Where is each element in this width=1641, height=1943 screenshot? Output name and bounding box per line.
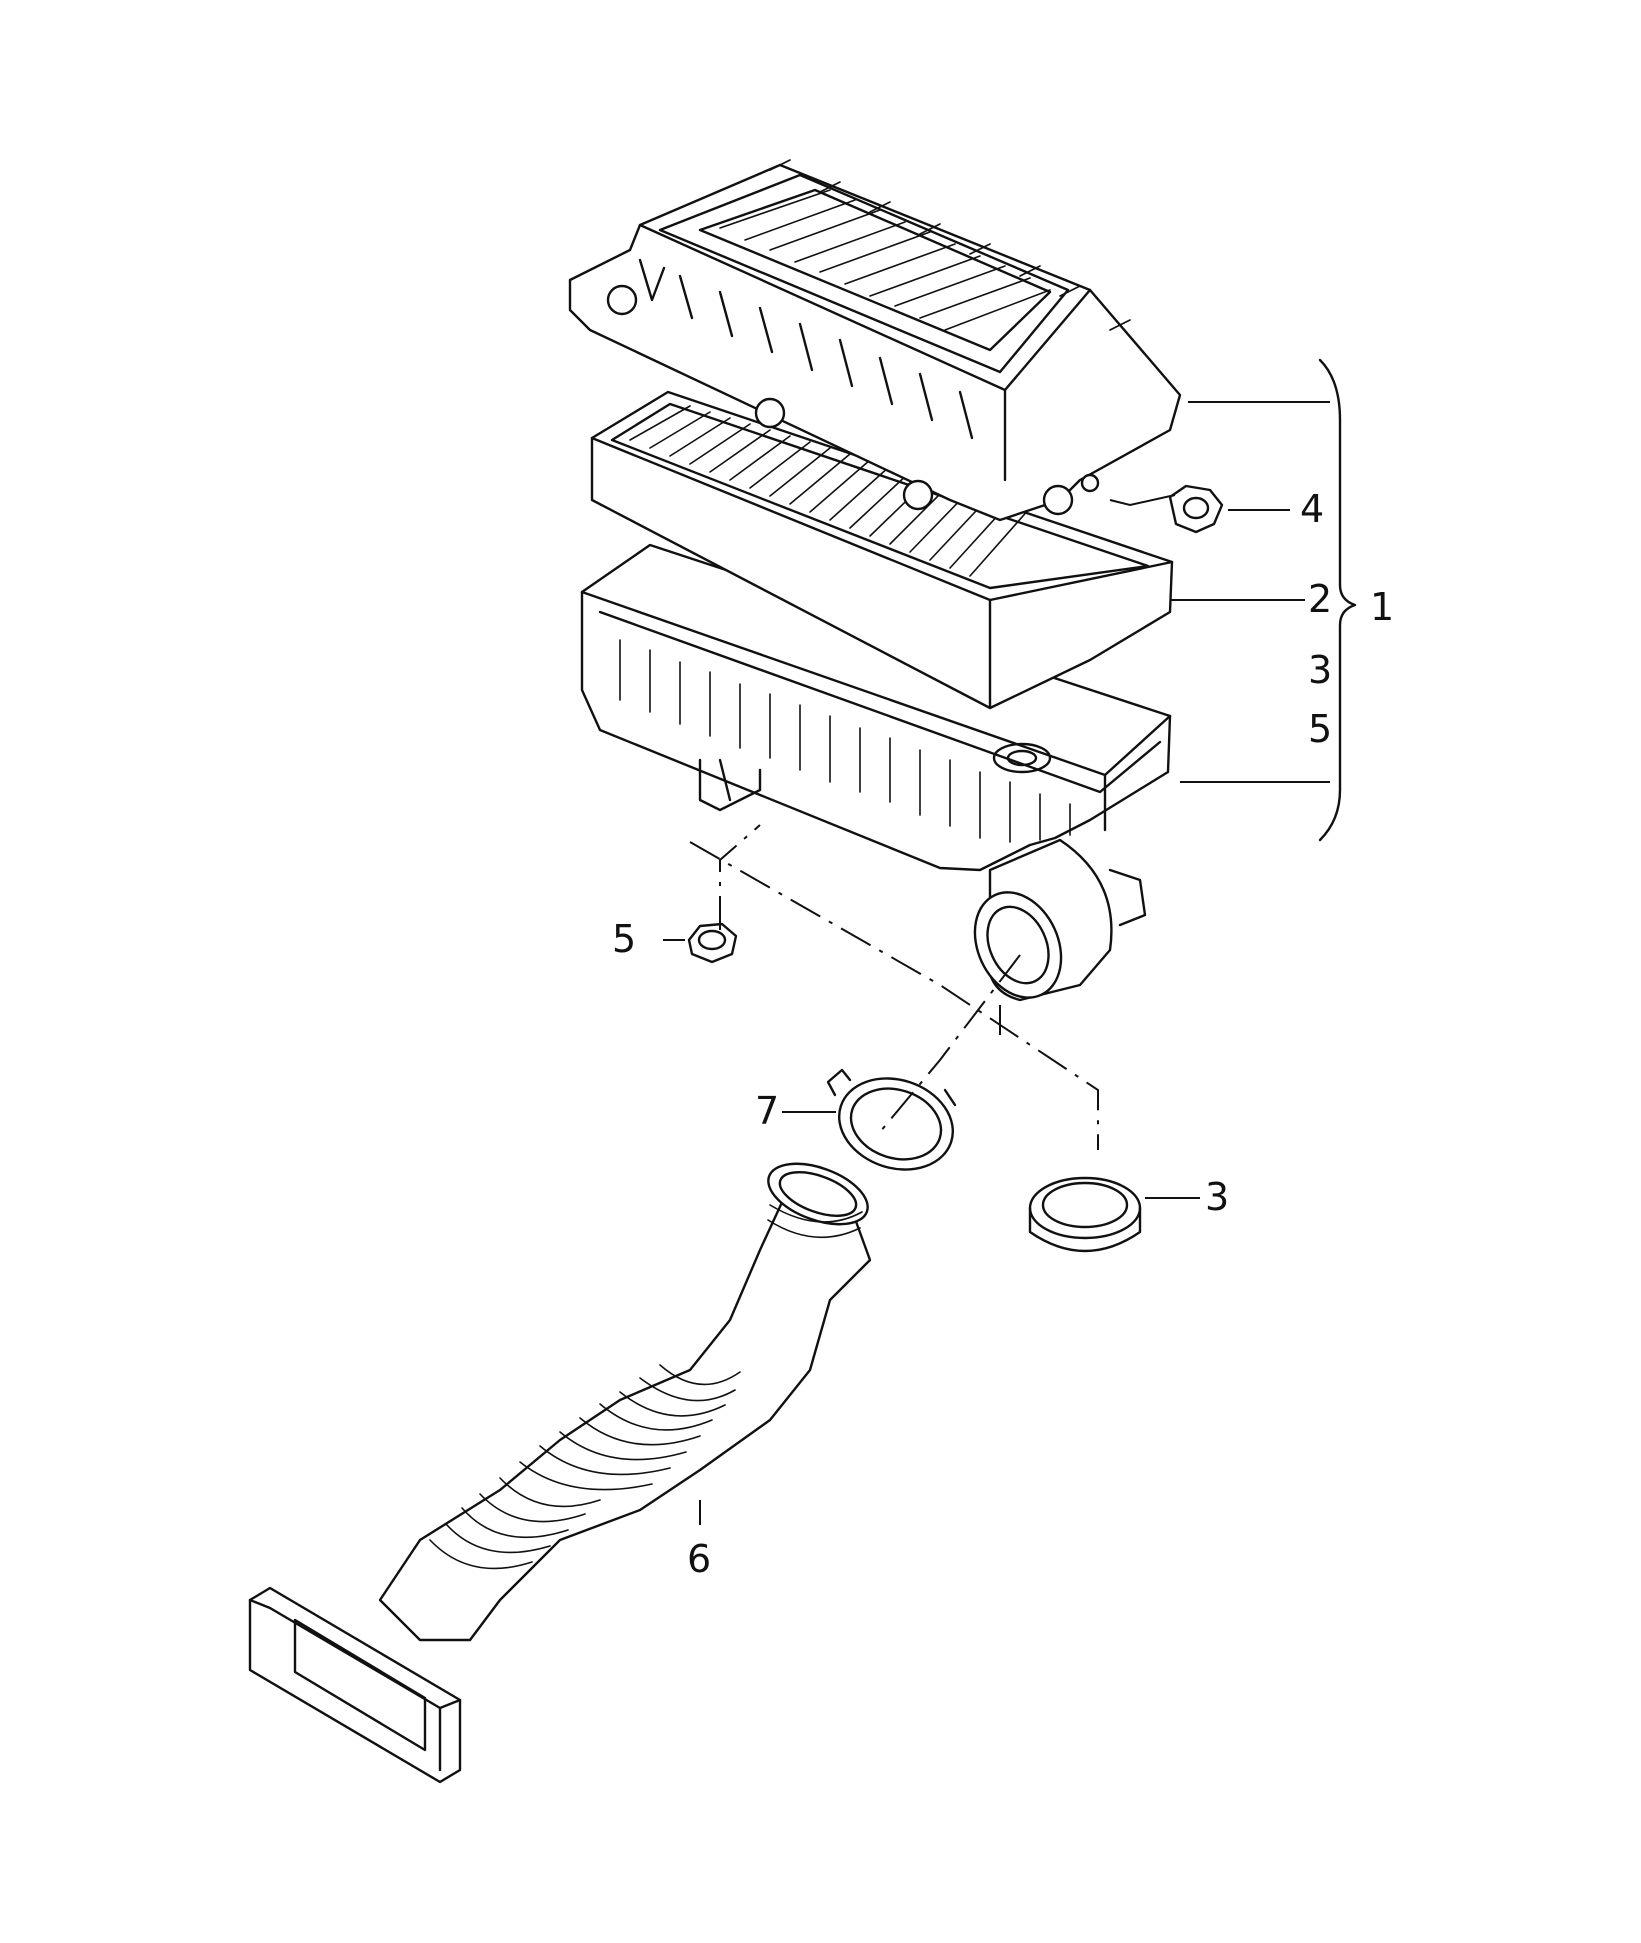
nut-4 bbox=[1168, 484, 1224, 534]
air-filter-housing-lower bbox=[580, 543, 1172, 1002]
callouts: 1 2 3 5 4 5 7 3 6 bbox=[612, 487, 1394, 1581]
intake-hose bbox=[248, 1162, 872, 1784]
callout-4: 4 bbox=[1300, 487, 1324, 531]
air-filter-housing-upper bbox=[568, 159, 1182, 522]
callout-5: 5 bbox=[612, 917, 636, 961]
callout-5-list: 5 bbox=[1308, 707, 1332, 751]
nut-5 bbox=[687, 922, 738, 964]
leader-lines bbox=[663, 358, 1357, 1525]
centerlines bbox=[689, 824, 1099, 1150]
filter-element bbox=[590, 390, 1174, 710]
callout-1: 1 bbox=[1370, 585, 1394, 629]
callout-3: 3 bbox=[1205, 1175, 1229, 1219]
hose-clamp bbox=[826, 1068, 957, 1171]
callout-2: 2 bbox=[1308, 577, 1332, 621]
callout-7: 7 bbox=[755, 1089, 779, 1133]
sealing-ring bbox=[1028, 1176, 1142, 1253]
callout-6: 6 bbox=[687, 1537, 711, 1581]
callout-3-list: 3 bbox=[1308, 648, 1332, 692]
